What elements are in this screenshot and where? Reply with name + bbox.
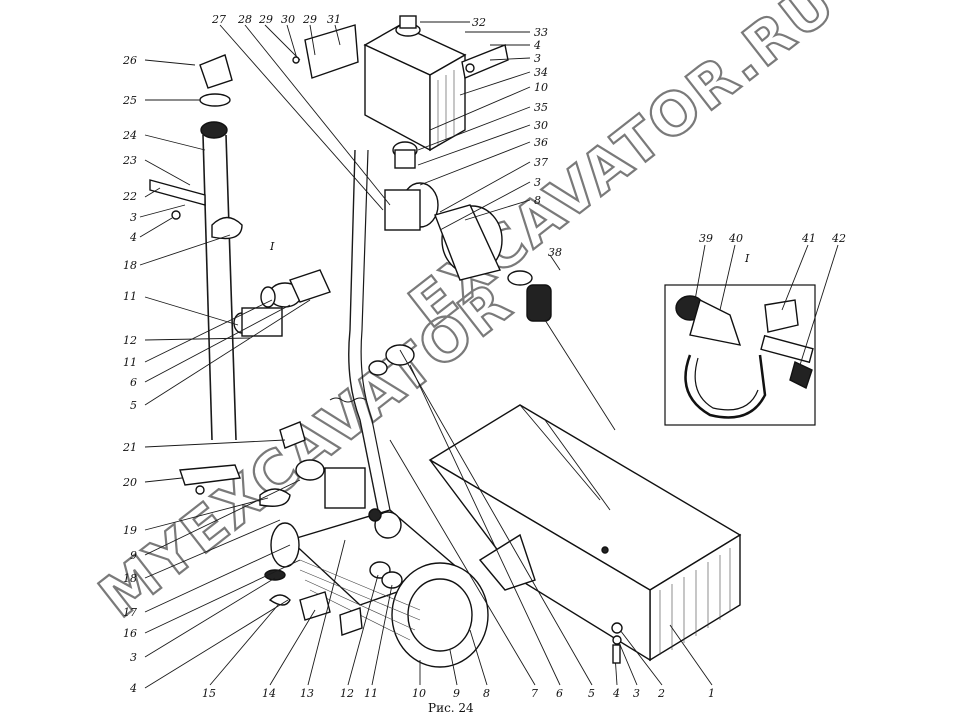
heater-body: [264, 509, 489, 668]
tray: [428, 404, 742, 662]
figure-caption: Рис. 24: [428, 701, 474, 715]
label-3-bottom: 3: [633, 687, 640, 700]
label-20: 20: [122, 476, 137, 489]
label-17: 17: [123, 606, 137, 619]
label-11-left-b: 11: [123, 356, 137, 369]
callout-label: I: [269, 240, 275, 253]
label-13: 13: [300, 687, 314, 700]
label-34: 34: [534, 66, 548, 79]
label-5-left: 5: [130, 399, 137, 412]
label-3-top: 3: [534, 52, 541, 65]
label-36: 36: [534, 136, 548, 149]
label-4-top: 4: [533, 39, 541, 52]
label-4-bottom-left: 4: [129, 682, 137, 695]
label-18-top: 18: [123, 259, 137, 272]
label-39: 39: [699, 232, 713, 245]
label-7-bottom: 7: [531, 687, 538, 700]
fasteners: [171, 56, 623, 664]
label-5-bottom: 5: [588, 687, 595, 700]
label-15: 15: [202, 687, 216, 700]
label-9-bottom: 9: [453, 687, 460, 700]
label-3-mid: 3: [534, 176, 541, 189]
label-33: 33: [534, 26, 548, 39]
label-29a: 29: [258, 13, 273, 26]
filler-pipe: [149, 54, 243, 441]
label-4-left: 4: [129, 231, 137, 244]
label-40: 40: [728, 232, 743, 245]
label-26: 26: [122, 54, 137, 67]
label-1-bottom: 1: [708, 687, 715, 700]
label-22: 22: [122, 190, 137, 203]
flange-assembly: [233, 269, 331, 337]
label-14: 14: [262, 687, 276, 700]
label-41: 41: [801, 232, 816, 245]
label-29b: 29: [302, 13, 317, 26]
label-8-bottom: 8: [483, 687, 490, 700]
fuel-tank: [304, 15, 509, 152]
label-30a: 30: [281, 13, 295, 26]
label-25: 25: [122, 94, 137, 107]
label-11-left: 11: [123, 290, 137, 303]
label-16: 16: [123, 627, 137, 640]
label-19: 19: [123, 524, 137, 537]
label-3-left: 3: [130, 211, 137, 224]
label-31: 31: [327, 13, 341, 26]
inset-detail: I: [664, 252, 816, 426]
label-18-bottom: 18: [123, 572, 137, 585]
label-37: 37: [534, 156, 548, 169]
label-21: 21: [122, 441, 137, 454]
inset-title: I: [744, 252, 750, 265]
label-6-bottom: 6: [556, 687, 563, 700]
leader-lines: [139, 21, 839, 689]
label-12-left: 12: [123, 334, 137, 347]
label-4-bottom: 4: [612, 687, 620, 700]
label-27: 27: [211, 13, 226, 26]
label-2-bottom: 2: [657, 687, 665, 700]
label-9-left: 9: [130, 549, 137, 562]
label-12-bottom: 12: [340, 687, 354, 700]
label-35: 35: [534, 101, 548, 114]
part-labels: 27 28 29 30 29 31 32 33 4 3 34 10 35 30 …: [122, 13, 846, 700]
label-8-top: 8: [534, 194, 541, 207]
label-32: 32: [472, 16, 486, 29]
mid-fittings: [179, 421, 382, 522]
label-10-bottom: 10: [412, 687, 426, 700]
label-24: 24: [122, 129, 137, 142]
fuel-line: [329, 149, 415, 521]
label-11-bottom: 11: [364, 687, 378, 700]
label-28: 28: [237, 13, 252, 26]
label-30b: 30: [534, 119, 548, 132]
label-10-top: 10: [534, 81, 548, 94]
label-3-bottom-left: 3: [130, 651, 137, 664]
label-38: 38: [548, 246, 562, 259]
label-42: 42: [831, 232, 846, 245]
label-6-left: 6: [130, 376, 137, 389]
label-23: 23: [122, 154, 137, 167]
